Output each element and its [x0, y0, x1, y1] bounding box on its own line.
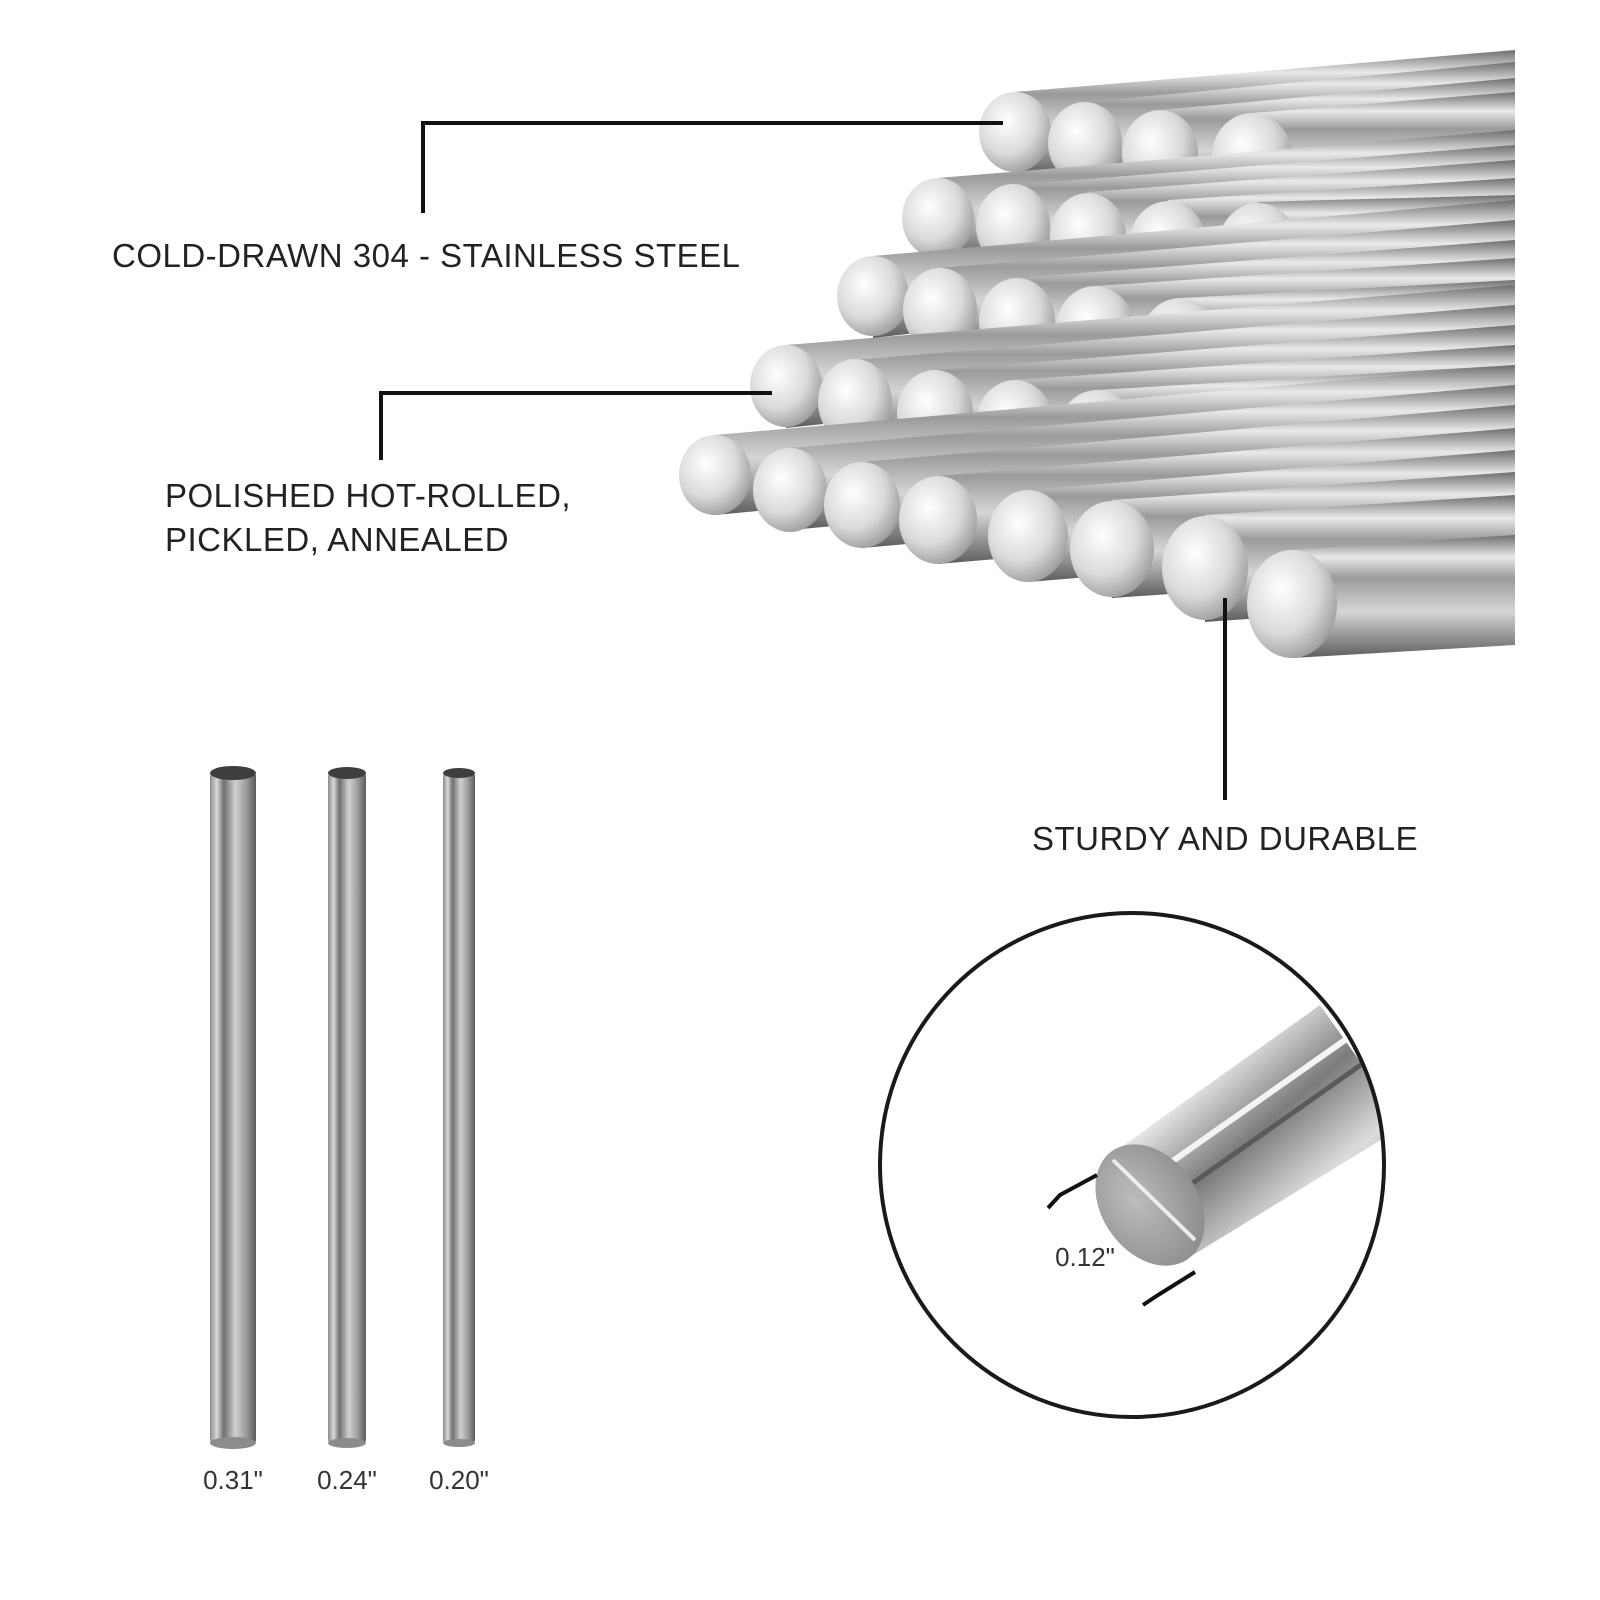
rod-0-31	[210, 773, 256, 1443]
leader-line-finish	[379, 391, 772, 460]
dimension-bracket-bottom	[1141, 1270, 1197, 1307]
durability-callout: STURDY AND DURABLE	[1032, 817, 1418, 861]
rod-0-20	[443, 773, 475, 1443]
leader-lines	[379, 121, 1227, 800]
material-callout-text: COLD-DRAWN 304 - STAINLESS STEEL	[112, 237, 741, 274]
durability-callout-text: STURDY AND DURABLE	[1032, 820, 1419, 857]
finish-callout-line-2: PICKLED, ANNEALED	[165, 521, 510, 558]
rod-size-label-0-24: 0.24"	[317, 1465, 377, 1495]
finish-callout: POLISHED HOT-ROLLED, PICKLED, ANNEALED	[165, 474, 571, 562]
rod-0-24	[328, 773, 366, 1443]
rod-size-label-0-20: 0.20"	[429, 1465, 489, 1495]
size-rods	[210, 766, 475, 1449]
rod-size-label-0-31: 0.31"	[203, 1465, 263, 1495]
leader-line-material	[421, 121, 1003, 213]
dimension-bracket-top	[1046, 1173, 1098, 1210]
detail-size-label: 0.12"	[1055, 1242, 1115, 1272]
detail-magnifier	[878, 911, 1386, 1419]
material-callout: COLD-DRAWN 304 - STAINLESS STEEL	[112, 234, 740, 278]
finish-callout-line-1: POLISHED HOT-ROLLED,	[165, 477, 572, 514]
rod-bundle	[679, 50, 1515, 658]
rod-row-5	[679, 365, 1515, 658]
